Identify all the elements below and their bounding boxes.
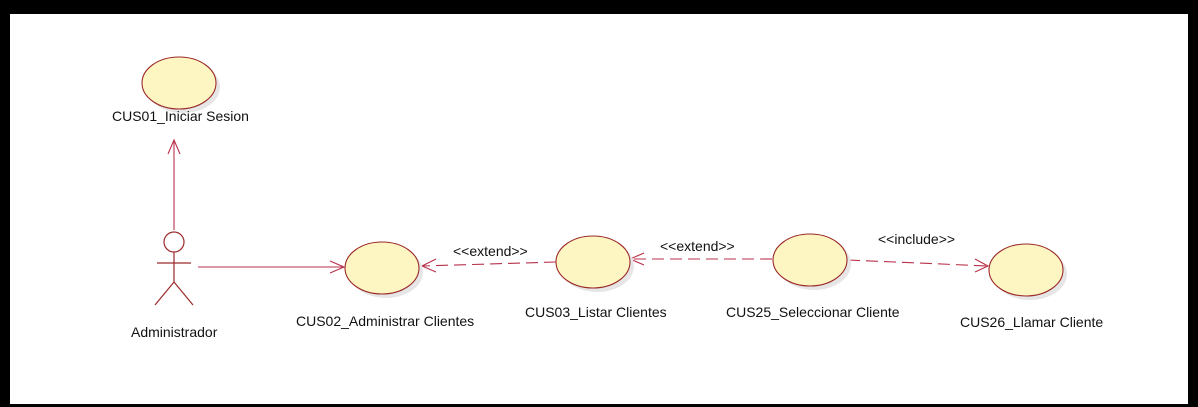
- actor-right-leg: [173, 281, 194, 306]
- use-case-ellipse[interactable]: [344, 241, 420, 295]
- stereotype-extend-2: <<extend>>: [660, 238, 735, 254]
- use-case-uc5[interactable]: CUS26_Llamar Cliente: [960, 243, 1103, 330]
- arrowhead-include: [974, 258, 990, 273]
- use-case-ellipse[interactable]: [772, 233, 848, 287]
- use-case-label: CUS26_Llamar Cliente: [960, 314, 1103, 330]
- arrowhead-uc1: [167, 138, 181, 155]
- use-case-label: CUS03_Listar Clientes: [525, 304, 667, 320]
- actor-administrador[interactable]: Administrador: [131, 231, 218, 340]
- use-case-label: CUS01_Iniciar Sesion: [112, 108, 249, 124]
- stereotype-extend-1: <<extend>>: [453, 243, 528, 259]
- stereotype-include: <<include>>: [878, 231, 955, 247]
- use-case-uc2[interactable]: CUS02_Administrar Clientes: [296, 241, 474, 329]
- use-case-ellipse[interactable]: [141, 56, 217, 110]
- arrowhead-uc2: [329, 260, 346, 274]
- use-case-ellipse[interactable]: [555, 235, 631, 289]
- use-case-uc1[interactable]: CUS01_Iniciar Sesion: [112, 56, 249, 124]
- use-case-label: CUS02_Administrar Clientes: [296, 313, 474, 329]
- actor-head-icon: [163, 231, 185, 253]
- use-case-uc4[interactable]: CUS25_Seleccionar Cliente: [726, 233, 900, 320]
- use-case-ellipse[interactable]: [988, 243, 1064, 297]
- edge-uc3-extend-uc2: [421, 261, 557, 267]
- edge-uc4-include-uc5: [847, 259, 989, 267]
- actor-left-leg: [154, 281, 175, 306]
- use-case-uc3[interactable]: CUS03_Listar Clientes: [525, 235, 667, 320]
- use-case-label: CUS25_Seleccionar Cliente: [726, 304, 900, 320]
- actor-label: Administrador: [131, 324, 218, 340]
